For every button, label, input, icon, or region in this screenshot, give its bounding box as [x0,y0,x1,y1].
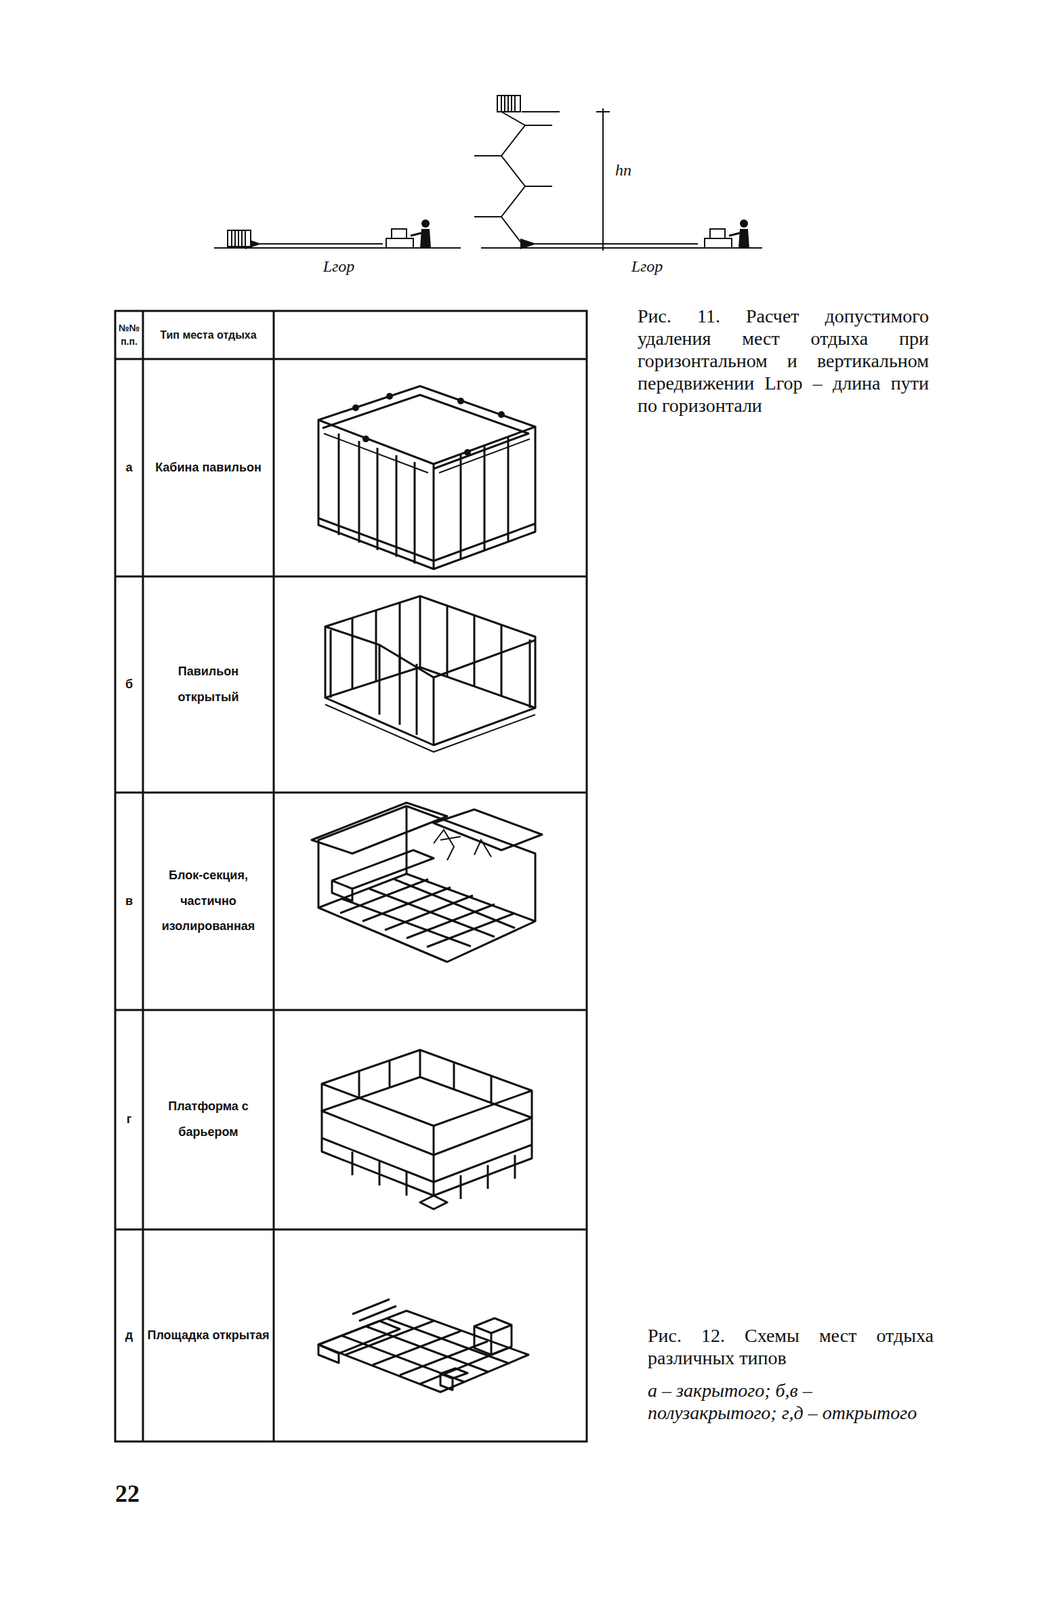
dimension-label: Lгор [626,256,668,277]
table-cell: Площадка открытая [142,1229,274,1442]
row-index: д [115,1229,143,1442]
caption-legend: а – закрытого; б,в – полузакрытого; г,д … [647,1379,934,1454]
page-number: 22 [115,1479,170,1513]
row-index: в [115,792,143,1011]
figure-caption: Рис. 11. Расчет допустимого удаления мес… [637,304,929,454]
table-cell: Платформа с барьером [142,1010,274,1230]
table-cell: Павильон открытый [142,576,274,793]
table-header: Тип места отдыха [142,310,274,360]
row-index: г [115,1010,143,1230]
table-header: №№ п.п. [115,310,143,360]
dimension-label: hп [609,159,637,181]
figure-caption: Рис. 12. Схемы мест отдыха различных тип… [647,1324,934,1379]
table-cell: Блок-секция, частично изолированная [142,792,274,1011]
row-index: а [115,359,143,577]
table-cell: Кабина павильон [142,359,274,577]
dimension-label: Lгор [318,256,360,277]
row-index: б [115,576,143,793]
